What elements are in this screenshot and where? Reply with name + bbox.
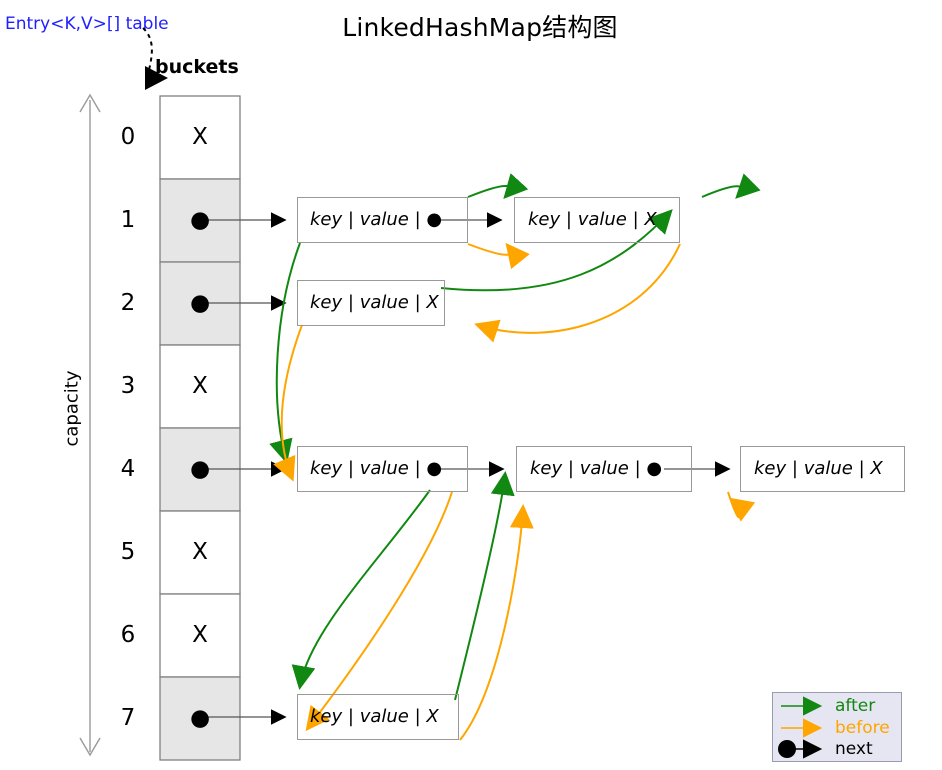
entry-sep: | — [347, 292, 354, 313]
entry-sep: | — [565, 209, 572, 230]
entry-node-text: key | value | ● — [310, 458, 442, 479]
entry-value: value — [579, 458, 629, 479]
entry-key: key — [310, 292, 343, 313]
buckets-label: buckets — [155, 56, 239, 78]
entry-value: value — [359, 209, 409, 230]
bucket-cell-mark: ● — [189, 705, 211, 731]
entry-node-text: key | value | X — [754, 458, 883, 479]
entry-sep: | — [414, 458, 421, 479]
entry-sep: | — [791, 458, 798, 479]
entry-node — [297, 197, 468, 243]
node-next-links — [440, 212, 731, 477]
bucket-index: 3 — [120, 373, 136, 399]
entry-value: value — [359, 458, 409, 479]
entry-node-text: key | value | X — [528, 209, 657, 230]
page-title: LinkedHashMap结构图 — [342, 13, 618, 42]
entry-value: value — [359, 706, 409, 727]
entry-key: key — [528, 209, 561, 230]
entry-next-mark: ● — [646, 458, 663, 479]
entry-node — [740, 446, 905, 492]
entry-sep: | — [414, 209, 421, 230]
entry-node — [297, 694, 459, 740]
bucket-cell-mark: ● — [189, 290, 211, 316]
capacity-arrow — [79, 93, 101, 757]
legend-label-next: next — [835, 739, 873, 759]
entry-value: value — [577, 209, 627, 230]
entry-node — [516, 446, 692, 492]
bucket-index: 0 — [120, 124, 136, 150]
bucket-index: 5 — [120, 539, 136, 565]
entry-value: value — [803, 458, 853, 479]
entry-key: key — [310, 458, 343, 479]
entry-node — [297, 280, 445, 326]
bucket-index: 6 — [120, 622, 136, 648]
entry-array-label: Entry<K,V>[] table — [5, 14, 169, 34]
entry-next-mark: X — [870, 458, 883, 479]
entry-value: value — [359, 292, 409, 313]
entry-sep: | — [414, 292, 421, 313]
entry-sep: | — [632, 209, 639, 230]
entry-sep: | — [347, 706, 354, 727]
entry-node-text: key | value | X — [310, 706, 439, 727]
entry-sep: | — [347, 209, 354, 230]
legend-label-after: after — [835, 696, 876, 716]
bucket-cell-mark: X — [192, 539, 208, 565]
entry-key: key — [310, 209, 343, 230]
entry-next-mark: ● — [426, 209, 443, 230]
bucket-cell-mark: ● — [189, 207, 211, 233]
entry-next-mark: X — [644, 209, 657, 230]
entry-node — [297, 446, 468, 492]
entry-key: key — [754, 458, 787, 479]
entry-next-mark: X — [426, 706, 439, 727]
bucket-index: 2 — [120, 290, 136, 316]
entry-node-text: key | value | ● — [310, 209, 442, 230]
bucket-index: 4 — [120, 456, 136, 482]
entry-next-mark: ● — [426, 458, 443, 479]
entry-next-mark: X — [426, 292, 439, 313]
legend-label-before: before — [835, 718, 890, 738]
bucket-cell-mark: X — [192, 622, 208, 648]
entry-key: key — [310, 706, 343, 727]
before-links — [273, 242, 756, 741]
bucket-cell-mark: ● — [189, 456, 211, 482]
entry-sep: | — [414, 706, 421, 727]
bucket-cell-mark: X — [192, 124, 208, 150]
entry-node — [514, 197, 680, 243]
after-links — [269, 173, 761, 701]
bucket-index: 1 — [120, 207, 136, 233]
bucket-next-links — [204, 212, 287, 725]
buckets-arrowhead — [145, 66, 168, 90]
entry-node-text: key | value | ● — [530, 458, 662, 479]
bucket-index: 7 — [120, 705, 136, 731]
entry-sep: | — [347, 458, 354, 479]
entry-node-text: key | value | X — [310, 292, 439, 313]
legend: after before next — [772, 692, 902, 762]
bucket-cell-mark: X — [192, 373, 208, 399]
entry-sep: | — [858, 458, 865, 479]
legend-icons — [778, 696, 823, 759]
entry-sep: | — [634, 458, 641, 479]
table-label-pointer — [142, 27, 153, 75]
bucket-cells — [159, 95, 241, 761]
entry-sep: | — [567, 458, 574, 479]
entry-key: key — [530, 458, 563, 479]
